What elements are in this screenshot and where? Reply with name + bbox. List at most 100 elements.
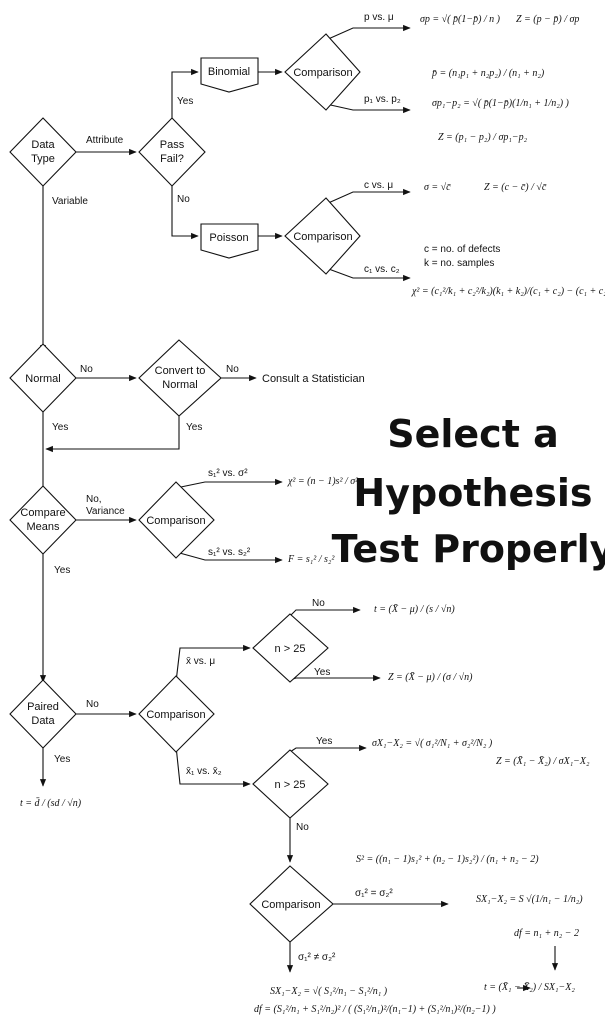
label-p-vs-mu: p vs. μ xyxy=(364,12,394,23)
node-paired-line2: Data xyxy=(31,715,55,727)
edge-no-poisson xyxy=(171,186,199,240)
label-x1-vs-x2: x̄₁ vs. x̄₂ xyxy=(186,766,222,777)
label-no-normal: No xyxy=(80,364,93,375)
formula-unpooled-df: df = (S₁²/n₁ + S₁²/n₂)² / ( (S₁²/n₁)²/(n… xyxy=(254,1004,496,1015)
title-line-3: Test Properly xyxy=(332,527,605,571)
label-c-vs-mu: c vs. μ xyxy=(364,180,393,191)
label-no-variance-2: Variance xyxy=(86,506,125,517)
formula-k-def: k = no. samples xyxy=(424,258,494,269)
node-normal-label: Normal xyxy=(25,373,60,385)
edge-s1-vs-s2 xyxy=(175,551,283,564)
formula-pooled-df: df = n₁ + n₂ − 2 xyxy=(514,928,579,939)
node-data-type-line1: Data xyxy=(31,139,55,151)
node-comparison-variance: Comparison xyxy=(138,481,215,559)
node-comparison-variance-label: Comparison xyxy=(146,515,205,527)
node-n25-upper: n > 25 xyxy=(252,613,329,683)
node-convert: Convert to Normal xyxy=(138,339,222,417)
node-convert-line1: Convert to xyxy=(155,365,206,377)
formula-t-small: t = (X̄ − μ) / (s / √n) xyxy=(374,604,455,615)
label-variable: Variable xyxy=(52,196,88,207)
node-binomial-label: Binomial xyxy=(208,66,250,78)
connectors xyxy=(39,24,559,992)
node-pass-fail-line1: Pass xyxy=(160,139,185,151)
edge-n25-yes-z2 xyxy=(289,744,367,753)
node-poisson-label: Poisson xyxy=(209,232,248,244)
node-comparison-poisson-label: Comparison xyxy=(293,231,352,243)
label-sig-eq: σ₁² = σ₂² xyxy=(355,888,393,899)
node-comparison-binomial-label: Comparison xyxy=(293,67,352,79)
edge-p1-vs-p2 xyxy=(325,103,411,114)
node-n25-lower-label: n > 25 xyxy=(275,779,306,791)
edge-c-vs-mu xyxy=(325,188,411,205)
edge-n25-yes-z xyxy=(289,674,381,682)
formula-sigma-c: σ = √c̄ xyxy=(424,182,451,193)
label-yes-n25-lower: Yes xyxy=(316,736,332,747)
formulas: σp = √( p̄(1−p̄) / n ) Z = (p − p̄) / σp… xyxy=(20,14,605,1015)
node-comparison-pooled: Comparison xyxy=(249,865,334,943)
node-n25-lower: n > 25 xyxy=(252,749,329,819)
node-comparison-means-label: Comparison xyxy=(146,709,205,721)
label-yes-pass: Yes xyxy=(177,96,193,107)
edge-yes-binomial xyxy=(171,68,199,121)
formula-chi-var: χ² = (n − 1)s² / σ² xyxy=(287,476,359,487)
label-s1-vs-s2: s₁² vs. s₂² xyxy=(208,547,251,558)
label-x-vs-mu: x̄ vs. μ xyxy=(186,656,215,667)
label-yes-paired: Yes xyxy=(54,754,70,765)
formula-z-two: Z = (X̄₁ − X̄₂) / σX₁−X₂ xyxy=(496,756,590,767)
label-yes-means: Yes xyxy=(54,565,70,576)
label-no-convert: No xyxy=(226,364,239,375)
label-no-n25-upper: No xyxy=(312,598,325,609)
node-n25-upper-label: n > 25 xyxy=(275,643,306,655)
node-data-type: Data Type xyxy=(9,117,77,187)
formula-pooled-s2: S² = ((n₁ − 1)s₁² + (n₂ − 1)s₂²) / (n₁ +… xyxy=(356,854,539,865)
edge-convert-yes xyxy=(45,412,180,453)
label-no-n25-lower: No xyxy=(296,822,309,833)
formula-c-def: c = no. of defects xyxy=(424,244,500,255)
node-compare-means-line2: Means xyxy=(26,521,60,533)
label-yes-n25-upper: Yes xyxy=(314,667,330,678)
node-comparison-pooled-label: Comparison xyxy=(261,899,320,911)
formula-t-paired: t = d̄ / (sd / √n) xyxy=(20,797,82,809)
edge-x1-vs-x2 xyxy=(175,745,251,788)
formula-unpooled-t: t = (X̄₁ − X̄₂) / SX₁−X₂ xyxy=(484,982,575,993)
title-line-1: Select a xyxy=(387,412,559,456)
formula-p-bar: p̄ = (n₁p₁ + n₂p₂) / (n₁ + n₂) xyxy=(431,68,545,79)
formula-sigma-p: σp = √( p̄(1−p̄) / n ) xyxy=(420,14,501,25)
node-comparison-poisson: Comparison xyxy=(284,197,361,275)
label-p1-vs-p2: p₁ vs. p₂ xyxy=(364,94,401,105)
node-normal: Normal xyxy=(9,343,77,413)
title-line-2: Hypothesis xyxy=(353,471,592,515)
node-convert-line2: Normal xyxy=(162,379,197,391)
label-c1-vs-c2: c₁ vs. c₂ xyxy=(364,264,400,275)
label-no-paired: No xyxy=(86,699,99,710)
node-pass-fail: Pass Fail? xyxy=(138,117,206,187)
label-yes-convert: Yes xyxy=(186,422,202,433)
formula-sigma-p1p2: σp₁−p₂ = √( p̄(1−p̄)(1/n₁ + 1/n₂) ) xyxy=(432,98,570,109)
node-paired-line1: Paired xyxy=(27,701,59,713)
formula-z-large: Z = (X̄ − μ) / (σ / √n) xyxy=(388,672,473,683)
label-no-variance-1: No, xyxy=(86,494,102,505)
formula-sigma-x1x2: σX₁−X₂ = √( σ₁²/N₁ + σ₂²/N₂ ) xyxy=(372,738,493,749)
formula-z-p: Z = (p − p̄) / σp xyxy=(516,14,579,25)
label-s2-vs-sigma2: s₁² vs. σ² xyxy=(208,468,248,479)
node-poisson: Poisson xyxy=(200,223,259,259)
node-binomial: Binomial xyxy=(200,57,259,93)
node-comparison-means: Comparison xyxy=(138,675,215,753)
node-comparison-binomial: Comparison xyxy=(284,33,361,111)
node-consult: Consult a Statistician xyxy=(262,373,365,385)
label-attribute: Attribute xyxy=(86,135,124,146)
node-pass-fail-line2: Fail? xyxy=(160,153,184,165)
edge-labels: Attribute Variable Yes No p vs. μ p₁ vs.… xyxy=(52,12,401,963)
formula-z-p1p2: Z = (p₁ − p₂) / σp₁−p₂ xyxy=(438,132,528,143)
label-yes-normal: Yes xyxy=(52,422,68,433)
edge-c1-vs-c2 xyxy=(325,267,411,282)
formula-unpooled-s: SX₁−X₂ = √( S₁²/n₁ − S₁²/n₁ ) xyxy=(270,986,388,997)
formula-z-c: Z = (c − c̄) / √c̄ xyxy=(484,182,547,193)
label-no-pass: No xyxy=(177,194,190,205)
node-compare-means-line1: Compare xyxy=(20,507,65,519)
node-paired: Paired Data xyxy=(9,679,77,749)
edge-s-vs-sigma xyxy=(175,478,283,489)
title: Select a Hypothesis Test Properly xyxy=(332,412,605,571)
edge-n25-no-t xyxy=(289,606,361,617)
